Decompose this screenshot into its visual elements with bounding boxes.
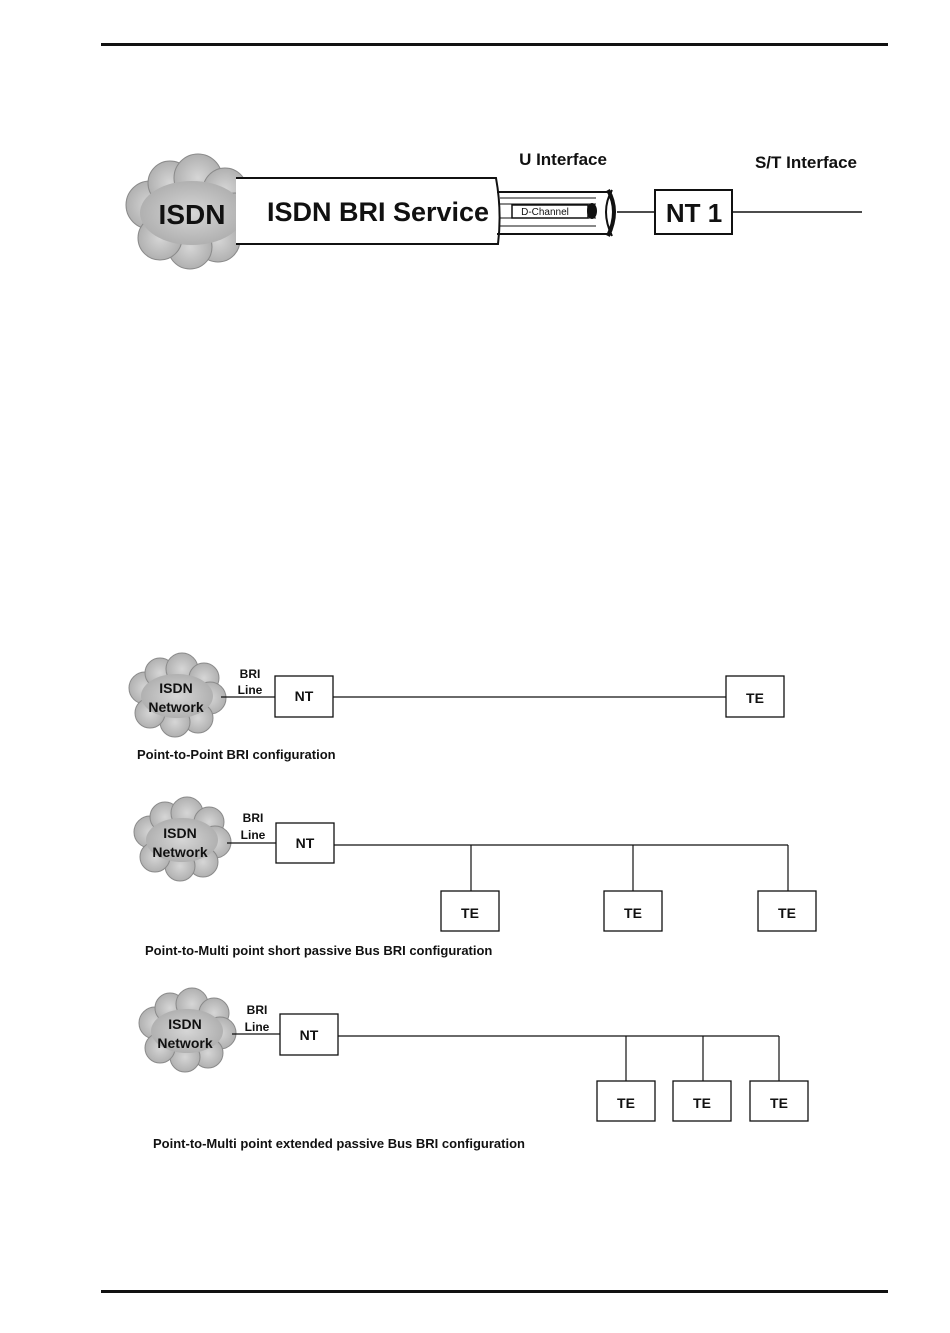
te-label: TE [693,1095,711,1111]
service-banner [236,177,501,245]
nt-label: NT [300,1027,319,1043]
cloud-label-line2: Network [157,1035,212,1051]
nt-box [275,822,335,864]
channel-label: D-Channel [521,207,569,218]
cloud-label-line2: Network [148,699,203,715]
isdn-cloud-label: ISDN [159,199,226,230]
network-cloud-icon [138,987,237,1073]
te-label: TE [778,905,796,921]
nt-box [274,675,334,718]
te-label: TE [746,690,764,706]
st-interface-label: S/T Interface [755,153,857,172]
u-interface-label: U Interface [519,150,607,169]
te-box [596,1080,656,1122]
bottom-rule [101,1290,888,1293]
nt-label: NT [296,835,315,851]
nt1-box [654,189,733,235]
bri-label: BRI [243,811,264,825]
cloud-label-line1: ISDN [159,680,192,696]
te-box [749,1080,809,1122]
top-diagram: ISDN ISDN BRI Service D-Channel U Interf… [125,150,862,270]
cable-tube [497,189,616,237]
cloud-label-line2: Network [152,844,207,860]
line-label: Line [245,1020,270,1034]
line-label: Line [241,828,266,842]
network-cloud-icon [128,652,227,738]
cloud-label-line1: ISDN [168,1016,201,1032]
te-box [725,675,785,718]
config-point-to-point: ISDN Network BRI Line NT TE Point-to-Poi… [128,652,785,762]
te-box [603,890,663,932]
nt-box [279,1013,339,1056]
nt-label: NT [295,688,314,704]
config-extended-passive-bus: ISDN Network BRI Line NT TE TE TE Point-… [138,987,809,1151]
config-caption: Point-to-Multi point short passive Bus B… [145,943,492,958]
network-cloud-icon [133,796,232,882]
te-box [440,890,500,932]
te-label: TE [770,1095,788,1111]
te-label: TE [624,905,642,921]
top-rule [101,43,888,46]
line-label: Line [238,683,263,697]
config-caption: Point-to-Point BRI configuration [137,747,336,762]
bri-label: BRI [240,667,261,681]
nt1-label: NT 1 [666,198,722,228]
config-caption: Point-to-Multi point extended passive Bu… [153,1136,525,1151]
te-label: TE [461,905,479,921]
cloud-label-line1: ISDN [163,825,196,841]
bri-label: BRI [247,1003,268,1017]
config-short-passive-bus: ISDN Network BRI Line NT TE TE TE Point-… [133,796,817,958]
te-box [672,1080,732,1122]
te-box [757,890,817,932]
service-label: ISDN BRI Service [267,197,489,227]
te-label: TE [617,1095,635,1111]
